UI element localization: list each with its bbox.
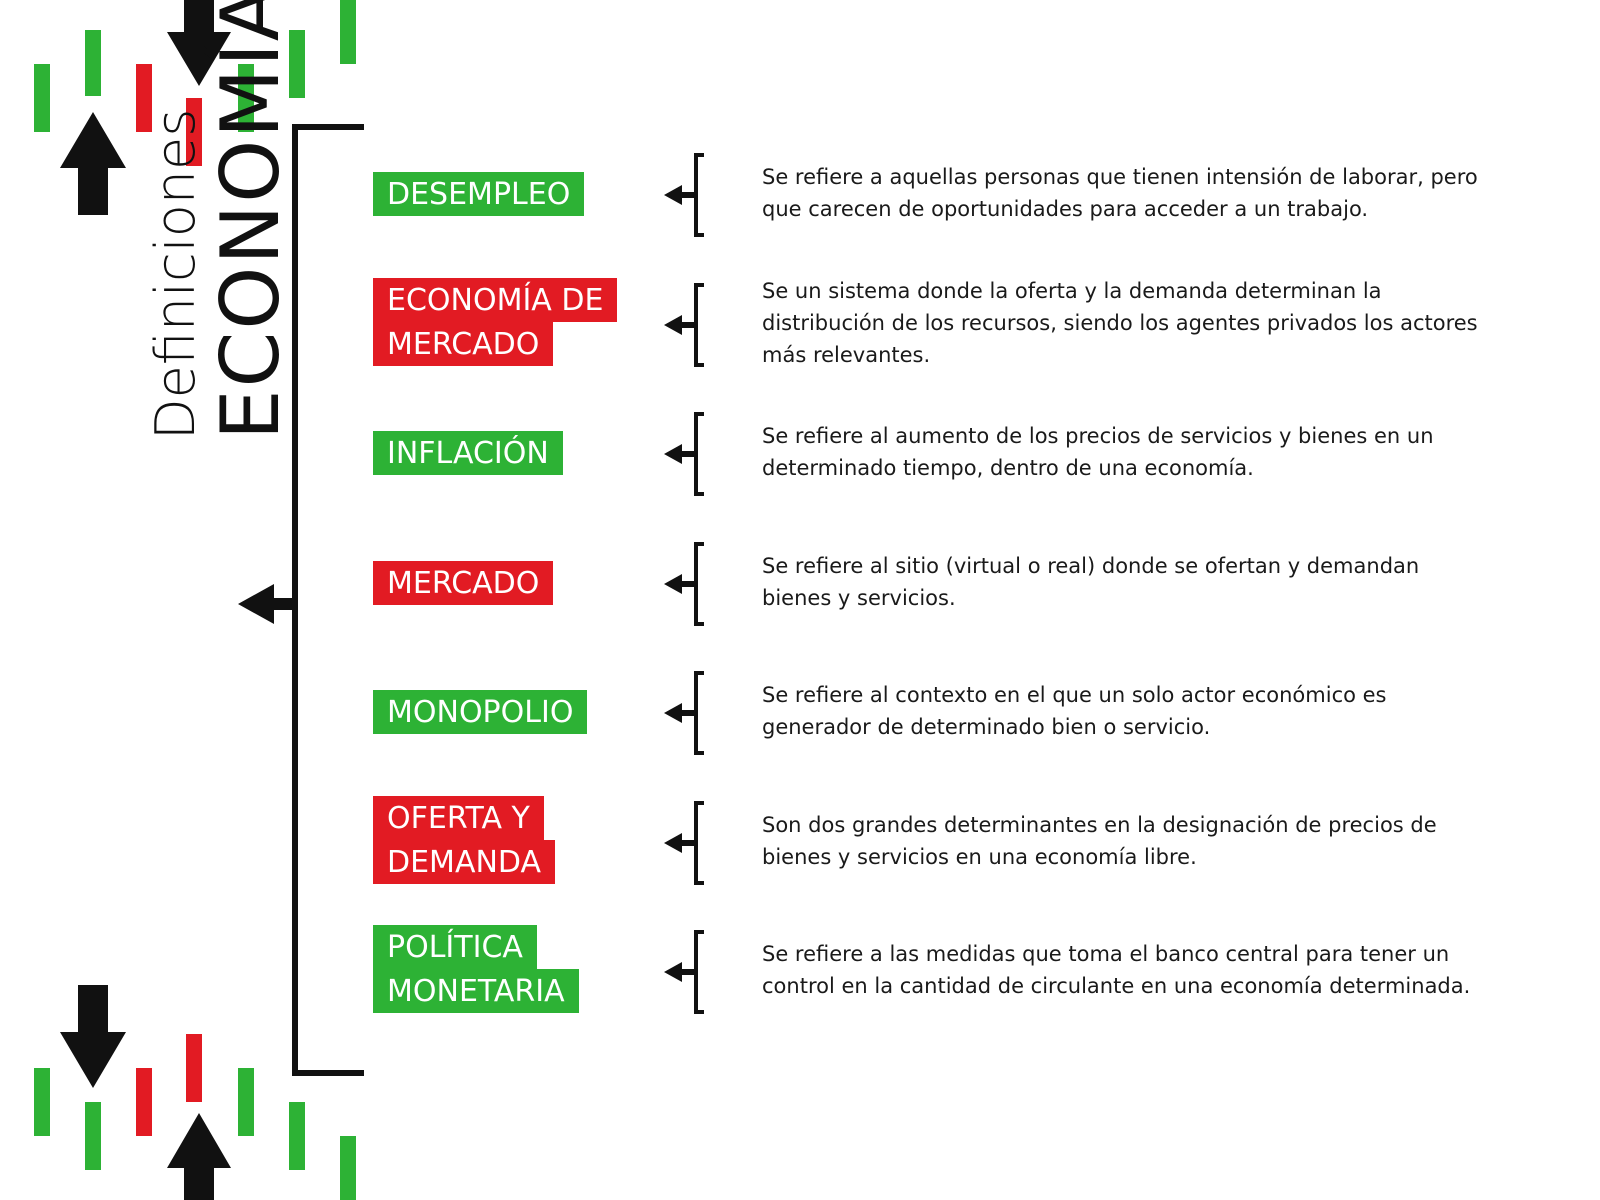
connector-arrow-icon (664, 412, 704, 496)
term-label-line: DESEMPLEO (373, 172, 585, 216)
term-label-line: ECONOMÍA DE (373, 278, 618, 322)
main-bracket (292, 124, 364, 1076)
definition-text: Se refiere al contexto en el que un solo… (762, 683, 1387, 739)
definition-text: Se refiere al aumento de los precios de … (762, 424, 1434, 480)
term-label-line: INFLACIÓN (373, 431, 563, 475)
definition-text: Se refiere al sitio (virtual o real) don… (762, 554, 1420, 610)
candlestick-icon (34, 985, 356, 1200)
definition-text: Se un sistema donde la oferta y la deman… (762, 279, 1478, 367)
definition-text: Se refiere a aquellas personas que tiene… (762, 165, 1478, 221)
term-label-line: OFERTA Y (373, 796, 544, 840)
connector-arrow-icon (664, 153, 704, 237)
connector-arrow-icon (664, 801, 704, 885)
term-label-line: MONOPOLIO (373, 690, 588, 734)
term-label: MONOPOLIO (373, 690, 588, 734)
vertical-title: Definiciones ECONOMÍA (144, 0, 297, 440)
term-label: MERCADO (373, 561, 554, 605)
definition-text: Son dos grandes determinantes en la desi… (762, 813, 1437, 869)
connector-arrow-icon (664, 542, 704, 626)
term-label-line: MERCADO (373, 322, 554, 366)
definition-text: Se refiere a las medidas que toma el ban… (762, 942, 1471, 998)
term-label-line: DEMANDA (373, 840, 555, 884)
term-label: DESEMPLEO (373, 172, 585, 216)
connector-arrow-icon (664, 283, 704, 367)
diagram-subtitle: Definiciones (144, 108, 207, 440)
connector-arrow-icon (664, 671, 704, 755)
term-label-line: MONETARIA (373, 969, 579, 1013)
candlestick-icon (34, 0, 356, 215)
arrow-left-icon (238, 584, 296, 624)
term-label-line: POLÍTICA (373, 925, 537, 969)
term-label-line: MERCADO (373, 561, 554, 605)
connector-arrow-icon (664, 930, 704, 1014)
term-label: INFLACIÓN (373, 431, 563, 475)
diagram-title: ECONOMÍA (204, 0, 297, 440)
